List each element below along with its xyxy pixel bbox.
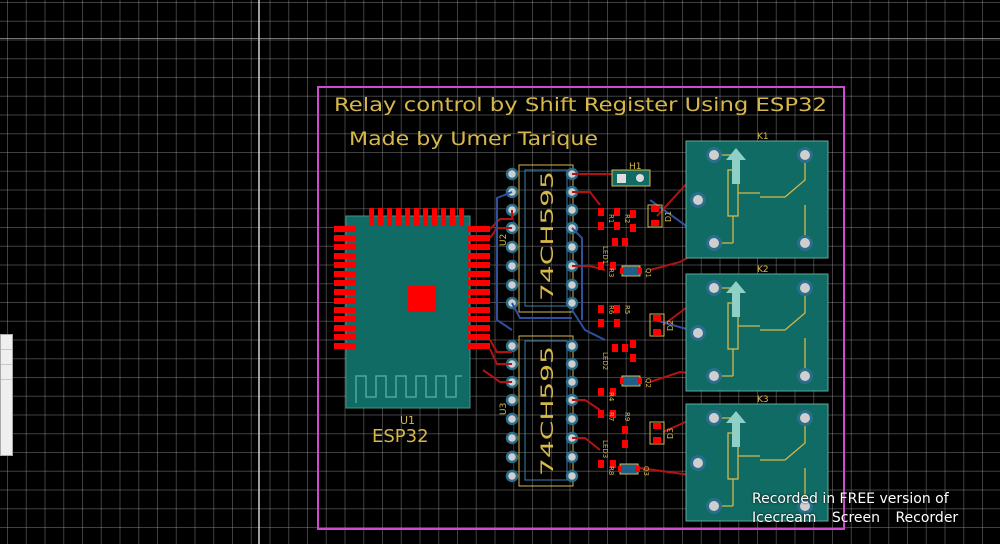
board-title: Relay control by Shift Register Using ES… bbox=[334, 94, 827, 116]
transistor-q3 bbox=[618, 463, 640, 475]
relay-arrow-icon bbox=[726, 411, 746, 447]
transistor-q1 bbox=[620, 265, 642, 277]
resistor-r3-ref: R3 bbox=[607, 268, 615, 277]
resistor-r1-ref: R1 bbox=[607, 214, 615, 223]
watermark-line-2: Icecream Screen Recorder bbox=[752, 510, 959, 526]
relay-k2[interactable]: K2 bbox=[685, 265, 829, 392]
resistor-r7-ref: R7 bbox=[607, 412, 615, 421]
resistor-r2-ref: R2 bbox=[623, 214, 631, 223]
relay-k3-ref: K3 bbox=[757, 395, 769, 405]
resistor-r9-ref: R9 bbox=[623, 412, 631, 421]
led3-ref: LED3 bbox=[601, 440, 609, 458]
shift-register-u2-pins bbox=[505, 167, 579, 310]
diode-d1-ref: D1 bbox=[664, 211, 673, 222]
transistor-q2 bbox=[620, 375, 642, 387]
esp32-value: ESP32 bbox=[372, 426, 429, 447]
origin-axis-horizontal bbox=[0, 38, 1000, 39]
resistor-r4-ref: R4 bbox=[607, 392, 615, 402]
led1-ref: LED1 bbox=[601, 246, 609, 264]
board-outline bbox=[317, 86, 845, 530]
header-h1[interactable]: H1 bbox=[611, 162, 651, 187]
side-panel-row bbox=[1, 365, 12, 380]
side-panel-row bbox=[1, 335, 12, 350]
side-panel-collapsed[interactable] bbox=[0, 334, 13, 456]
transistor-q3-ref: Q3 bbox=[642, 466, 650, 476]
pad-icon bbox=[690, 280, 813, 384]
esp32-right-pads bbox=[468, 226, 490, 349]
header-h1-ref: H1 bbox=[629, 162, 642, 172]
relay-k1[interactable]: K1 bbox=[685, 132, 829, 259]
diode-d3-ref: D3 bbox=[666, 428, 675, 439]
transistor-q1-ref: Q1 bbox=[644, 268, 652, 278]
relay-arrow-icon bbox=[726, 148, 746, 184]
esp32-module[interactable]: U1 ESP32 bbox=[334, 208, 490, 447]
resistor-r6-ref: R6 bbox=[607, 305, 615, 315]
diode-d1 bbox=[647, 204, 663, 228]
shift-register-u2-value: 74CH595 bbox=[538, 171, 558, 301]
resistor-r5-ref: R5 bbox=[623, 305, 631, 314]
shift-register-u3-ref: U3 bbox=[499, 403, 509, 415]
board-author: Made by Umer Tarique bbox=[349, 128, 598, 150]
origin-axis-vertical bbox=[258, 0, 260, 544]
relay-k1-ref: K1 bbox=[757, 132, 769, 142]
pad-icon bbox=[690, 410, 813, 514]
led2-ref: LED2 bbox=[601, 352, 609, 370]
watermark-line-1: Recorded in FREE version of bbox=[752, 491, 949, 507]
shift-register-u2[interactable]: 74CH595 U2 bbox=[499, 164, 579, 313]
shift-register-u2-ref: U2 bbox=[499, 234, 509, 246]
thermal-pad-icon bbox=[408, 286, 436, 312]
transistor-q2-ref: Q2 bbox=[644, 378, 652, 388]
relay-arrow-icon bbox=[726, 281, 746, 317]
pad-icon bbox=[690, 147, 813, 251]
relay-k2-ref: K2 bbox=[757, 265, 769, 275]
esp32-ref: U1 bbox=[400, 414, 415, 427]
diode-d2 bbox=[649, 313, 665, 337]
shift-register-u3[interactable]: 74CH595 U3 bbox=[499, 335, 579, 487]
diode-d3 bbox=[649, 421, 665, 445]
antenna-trace bbox=[355, 375, 462, 403]
side-panel-row bbox=[1, 350, 12, 365]
shift-register-u3-value: 74CH595 bbox=[538, 346, 558, 476]
recorder-watermark: Recorded in FREE version of Icecream Scr… bbox=[752, 490, 992, 536]
smd-parts-cluster: D1 D2 D3 R1 R2 R3 R4 R5 R6 R7 R8 R9 LED1… bbox=[598, 204, 675, 476]
esp32-top-pads bbox=[369, 208, 464, 226]
relay-k3[interactable]: K3 bbox=[685, 395, 829, 522]
esp32-left-pads bbox=[334, 226, 356, 349]
copper-traces-top bbox=[482, 164, 713, 495]
resistor-r8-ref: R8 bbox=[607, 466, 615, 475]
diode-d2-ref: D2 bbox=[666, 320, 675, 331]
